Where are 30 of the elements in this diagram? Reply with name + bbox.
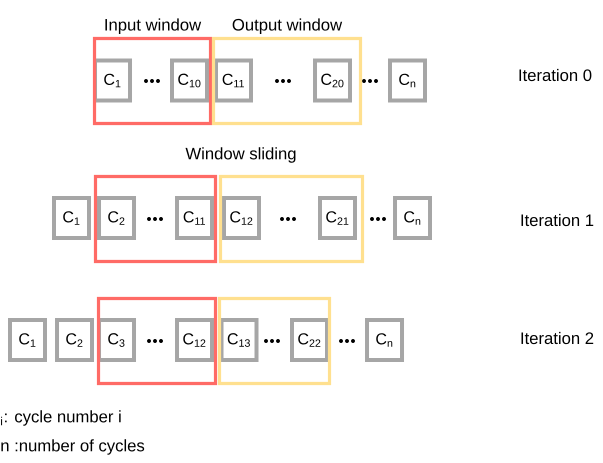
cell-box: C$_{2}$ [97,196,136,240]
window-frame [96,296,218,386]
legend-note: n :number of cycles [1,439,144,455]
cell-box: C$_{n}$ [388,58,427,102]
row-label: Iteration 0 [520,68,592,82]
cell-box: C$_{1}$ [52,196,91,240]
cell-box: C$_{1}$ [93,58,132,102]
row-label: Iteration 1 [522,214,594,226]
cell-box: C$_{n}$ [393,196,432,240]
cell-box: C$_{3}$ [97,318,136,362]
cell-box: C$_{10}$ [170,58,209,102]
window-frame [218,296,332,386]
cell-box: C$_{20}$ [313,58,352,102]
cell-box: C$_{11}$ [214,58,253,102]
node-label: Input window [105,18,202,34]
cell-box: C$_{22}$ [290,318,329,362]
cell-box: C$_{2}$ [55,318,94,362]
caption-text: Window sliding [186,147,296,163]
row-label: Iteration 2 [522,332,594,344]
cell-box: C$_{21}$ [318,196,357,240]
cell-box: C$_{1}$ [8,318,47,362]
cell-box: C$_{13}$ [220,318,258,362]
window-frame [94,174,218,264]
cell-box: C$_{12}$ [175,318,214,362]
node-label: Output window [232,18,342,34]
cell-box: C$_{12}$ [222,196,261,240]
window-frame [218,174,364,264]
legend-note: $_{i}$: cycle number i [1,410,121,426]
cell-box: C$_{11}$ [175,196,214,240]
cell-box: C$_{n}$ [365,318,404,362]
